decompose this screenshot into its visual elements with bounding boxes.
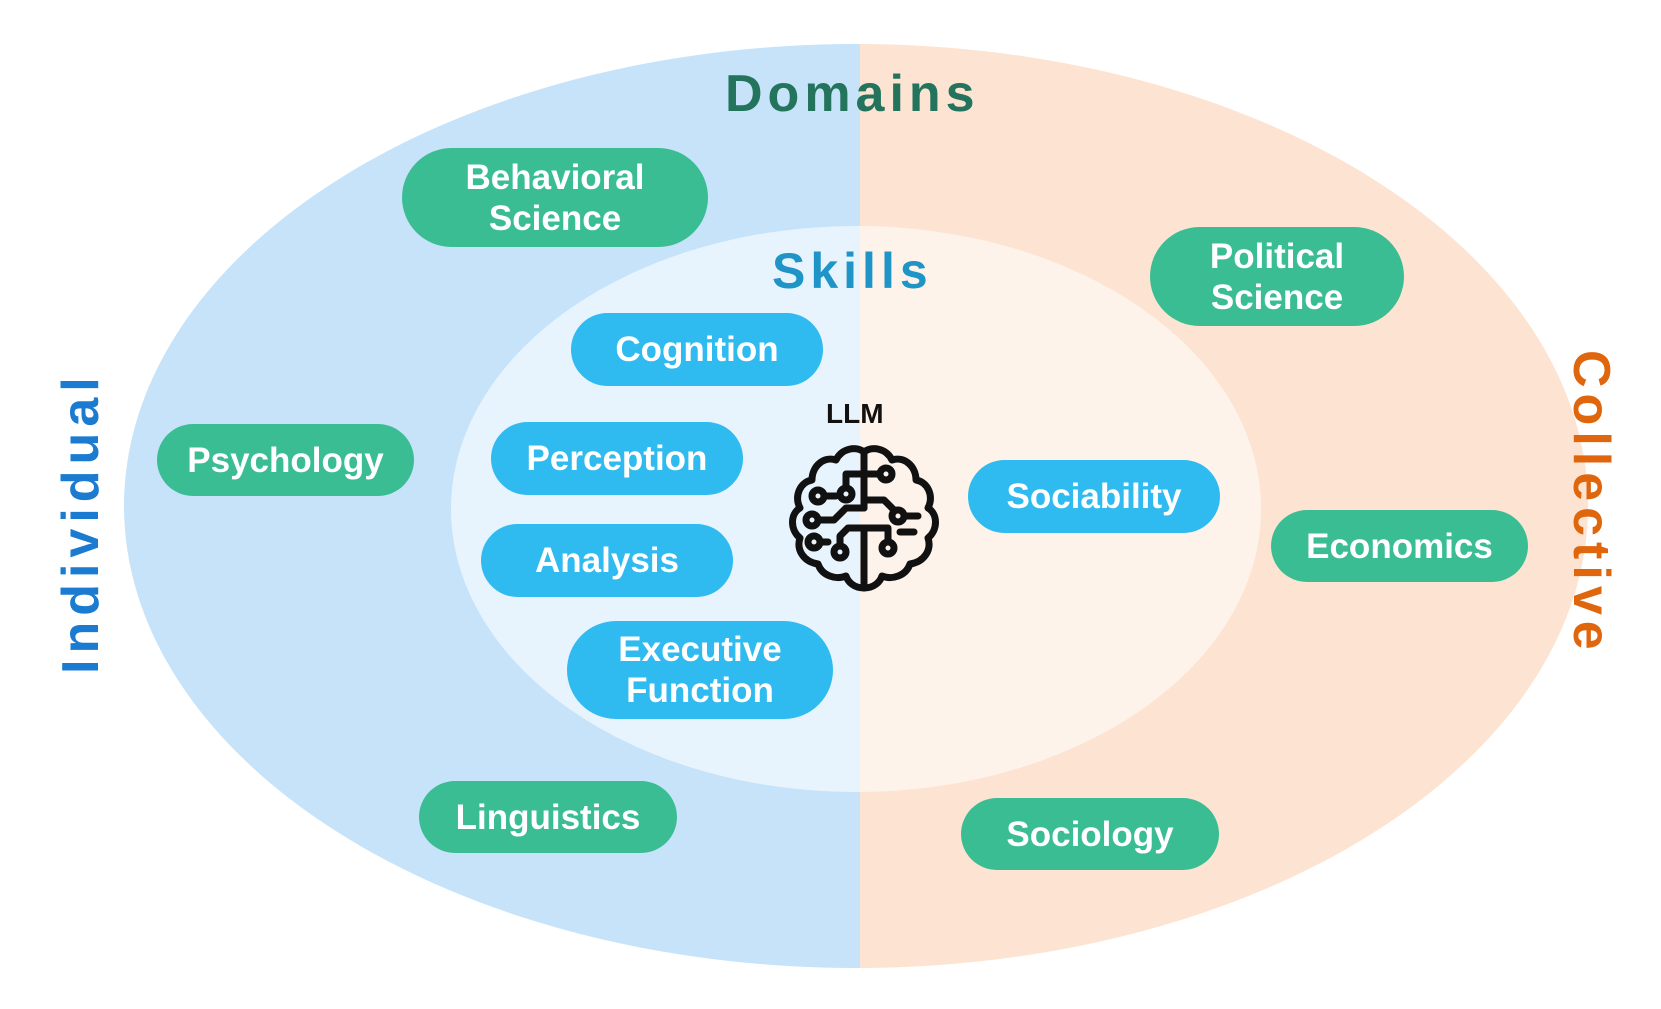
brain-circuit-icon xyxy=(789,445,939,592)
skills-title: Skills xyxy=(772,243,933,299)
domain-pill-sociology: Sociology xyxy=(961,798,1219,870)
individual-label: Individual xyxy=(52,371,110,674)
domains-title: Domains xyxy=(725,65,980,123)
domain-pill-linguistics: Linguistics xyxy=(419,781,677,853)
domain-pill-economics: Economics xyxy=(1271,510,1528,582)
skill-pill-perception: Perception xyxy=(491,422,743,495)
skill-pill-sociability: Sociability xyxy=(968,460,1220,533)
llm-label: LLM xyxy=(826,398,884,429)
skill-pill-cognition: Cognition xyxy=(571,313,823,386)
domain-pill-behavioral-science: Behavioral Science xyxy=(402,148,708,247)
collective-label: Collective xyxy=(1562,350,1620,656)
skill-pill-executive-function: Executive Function xyxy=(567,621,833,719)
skill-pill-analysis: Analysis xyxy=(481,524,733,597)
domain-pill-political-science: Political Science xyxy=(1150,227,1404,326)
domain-pill-psychology: Psychology xyxy=(157,424,414,496)
